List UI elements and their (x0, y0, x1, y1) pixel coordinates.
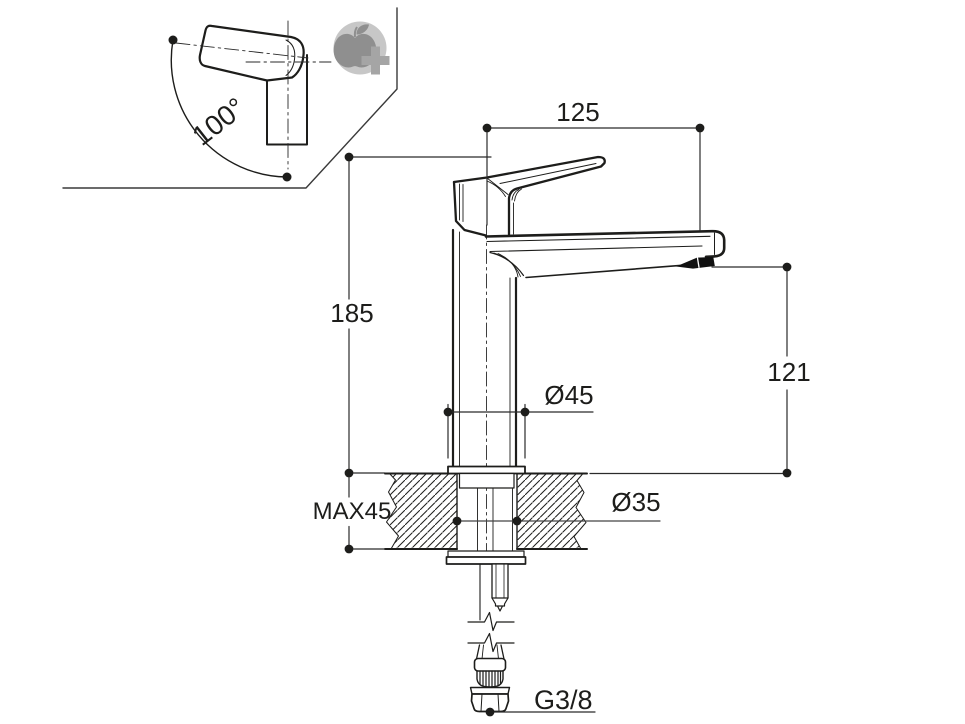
dim-max-deck-thickness: MAX45 (313, 476, 392, 554)
countertop-section (384, 472, 588, 550)
faucet-side-view (445, 155, 726, 713)
dim-spout-height: 121 (589, 262, 811, 478)
counter-hole-edges (456, 472, 518, 550)
angle-label: 100° (186, 92, 251, 152)
dim-base-diameter: Ø45 (443, 380, 594, 459)
spout (484, 229, 726, 279)
dim-spout-reach: 125 (482, 97, 705, 232)
threaded-collar (458, 472, 515, 489)
rotated-handle (175, 20, 332, 170)
dim-label-total-height: 185 (330, 298, 373, 328)
ferrule (473, 657, 507, 672)
dim-label-base-diameter: Ø45 (544, 380, 593, 410)
body-column (451, 228, 518, 469)
eco-apple-plus-icon (333, 21, 390, 75)
locknut (445, 556, 527, 565)
washer (447, 550, 525, 558)
arc-dot-start (168, 35, 178, 45)
knurl-stripes (479, 670, 502, 688)
aerator (676, 257, 715, 269)
base-plate (447, 465, 526, 475)
angle-arc (168, 35, 292, 182)
dim-label-spout-reach: 125 (556, 97, 599, 127)
dim-label-max-deck-thickness: MAX45 (313, 498, 392, 525)
dim-thread-size: G3/8 (485, 685, 596, 717)
dim-label-spout-height: 121 (767, 357, 810, 387)
dim-hole-diameter: Ø35 (452, 487, 661, 526)
dimensions: 125 185 121 Ø45 (313, 97, 811, 717)
knurl-outline (476, 670, 504, 688)
handle-lever (452, 155, 606, 237)
counter-hatch-left (386, 473, 458, 550)
break-symbol-lower (467, 632, 515, 653)
mounting-hardware (445, 465, 527, 565)
apple-leaf-icon (356, 24, 369, 35)
supply-hose (467, 563, 515, 660)
thread-connector (469, 657, 511, 713)
dim-label-thread-size: G3/8 (534, 685, 593, 715)
inset-border (62, 7, 398, 189)
dim-label-hole-diameter: Ø35 (611, 487, 660, 517)
apple-stem-icon (353, 26, 358, 38)
break-symbol-upper (467, 611, 515, 632)
nut-flange (469, 686, 511, 695)
plus-icon (361, 46, 390, 75)
counter-hatch-right (516, 473, 587, 550)
dim-total-height: 185 (330, 152, 492, 478)
shank-lines (477, 487, 513, 552)
centerlines (175, 20, 332, 170)
arc-dot-end (282, 172, 292, 182)
